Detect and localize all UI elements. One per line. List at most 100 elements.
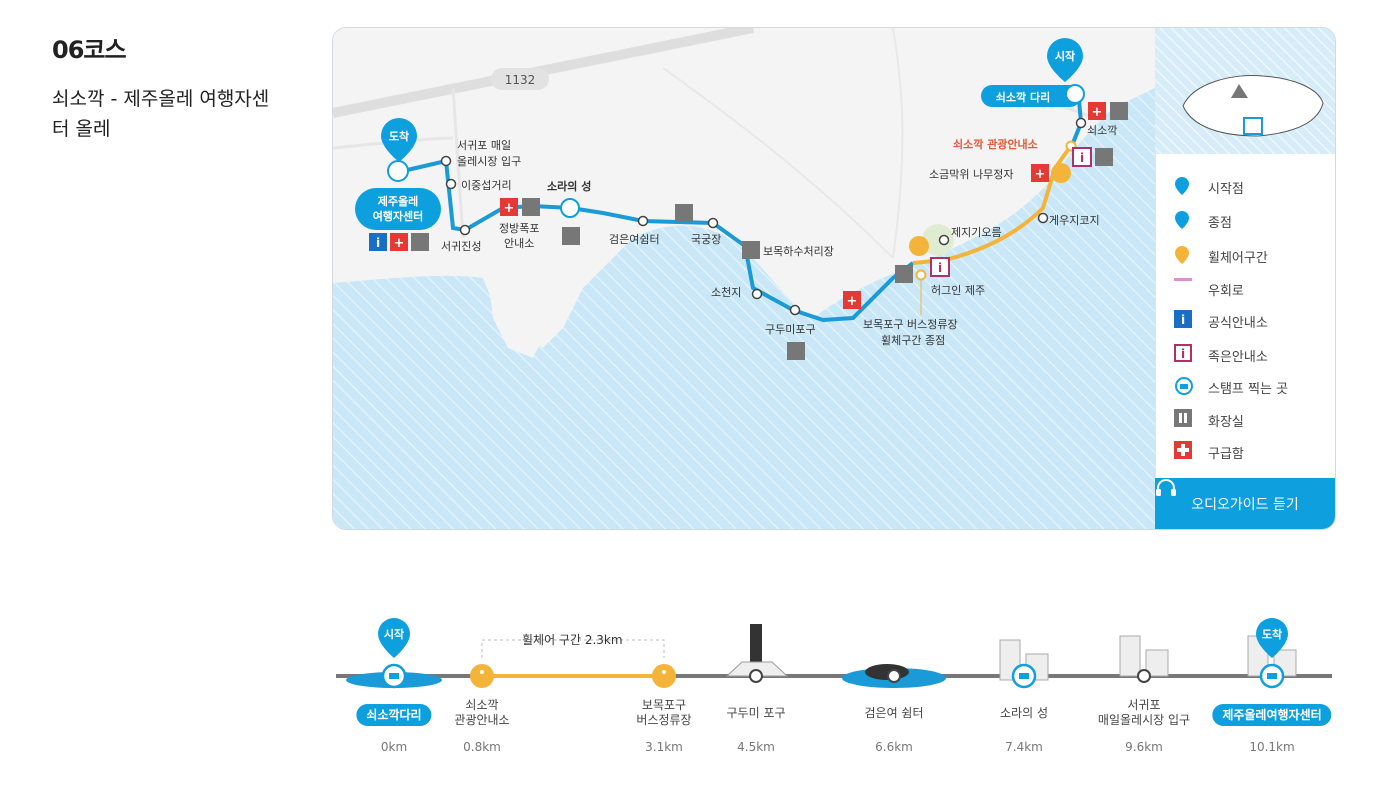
- map-legend: 시작점 종점 휠체어구간 우회로 i 공식안내소 i 족은안내소 스탬프 찍는 …: [1155, 154, 1335, 478]
- label-bomok-sewage: 보목하수처리장: [763, 245, 834, 258]
- svg-text:+: +: [1092, 105, 1103, 120]
- end-pin-icon: [1174, 210, 1196, 232]
- timeline-stop-km: 7.4km: [1005, 740, 1043, 754]
- sea-area: [333, 88, 1155, 529]
- stop-wheelchair-marker: [652, 664, 676, 688]
- label-hug: 허그인 제주: [931, 284, 986, 297]
- wheelchair-route: [912, 141, 1075, 265]
- legend-toilet: 화장실: [1174, 409, 1244, 431]
- label-gewoji: 게우지코지: [1049, 214, 1100, 227]
- label-market-1: 서귀포 매일: [457, 139, 512, 152]
- inset-course-box: [1243, 117, 1263, 135]
- label-info-center: 쇠소깍 관광안내소: [953, 138, 1038, 151]
- start-pin: 시작: [1047, 38, 1083, 82]
- legend-detour: 우회로: [1174, 278, 1244, 300]
- svg-text:i: i: [1181, 347, 1185, 361]
- label-soraui-seong: 소라의 성: [547, 180, 592, 193]
- stop-point-marker: [887, 669, 901, 683]
- road-number-badge: [491, 68, 549, 90]
- building-shape: [1145, 649, 1169, 677]
- label-bomok-bus-1: 보목포구 버스정류장: [863, 318, 958, 331]
- end-label-bg: [355, 188, 441, 230]
- legend-stamp: 스탬프 찍는 곳: [1174, 376, 1288, 398]
- timeline-stop-highlight: 제주올레여행자센터: [1212, 704, 1332, 726]
- course-map[interactable]: 1132 시작 쇠소깍 다리 도착: [332, 27, 1336, 530]
- firstaid-icon: [1174, 441, 1196, 463]
- end-pin: 도착: [381, 118, 417, 162]
- page-title: 06코스: [52, 36, 127, 64]
- stop-wheelchair-marker: [470, 664, 494, 688]
- lighthouse-shape: [750, 624, 762, 668]
- svg-text:i: i: [938, 261, 942, 275]
- svg-text:i: i: [376, 236, 380, 250]
- building-shape: [1119, 635, 1141, 677]
- label-ijung: 이중섭거리: [461, 179, 512, 192]
- facility-icons: i + + + i + i +: [369, 102, 1128, 360]
- legend-wheelchair: 휠체어구간: [1174, 245, 1268, 267]
- timeline-canvas: 시작 도착: [336, 618, 1332, 689]
- audio-guide-button[interactable]: 오디오가이드 듣기: [1155, 478, 1335, 529]
- headphones-icon: [1156, 479, 1176, 496]
- timeline-stop-km: 6.6km: [875, 740, 913, 754]
- legend-small-info: i 족은안내소: [1174, 344, 1268, 366]
- timeline-stop-km: 0.8km: [463, 740, 501, 754]
- svg-text:도착: 도착: [389, 129, 409, 143]
- wheelchair-pin-icon: [1174, 245, 1196, 267]
- timeline-stop-highlight: 쇠소깍다리: [356, 704, 432, 726]
- label-soesokkak: 쇠소깍: [1087, 124, 1118, 137]
- label-jeongbang-1: 정방폭포: [499, 222, 540, 235]
- legend-start: 시작점: [1174, 176, 1244, 198]
- label-market-2: 올레시장 입구: [457, 155, 522, 168]
- timeline-stop-name: 소라의 성: [1000, 706, 1048, 720]
- start-label-bg: [981, 85, 1081, 107]
- timeline-pin: [1256, 618, 1288, 658]
- legend-firstaid: 구급함: [1174, 441, 1244, 463]
- toilet-icon: [1174, 409, 1196, 431]
- timeline-stop-km: 0km: [380, 740, 408, 754]
- label-gukgung: 국궁장: [691, 233, 722, 246]
- svg-text:+: +: [847, 294, 858, 309]
- inset-island: [1182, 74, 1324, 137]
- timeline-stop-name: 검은여 쉼터: [864, 706, 924, 720]
- course-subtitle: 쇠소깍 - 제주올레 여행자센터 올레: [52, 88, 270, 140]
- svg-text:+: +: [394, 236, 405, 251]
- label-sogeummagwi: 소금막위 나무정자: [929, 168, 1014, 181]
- start-label: 쇠소깍 다리: [996, 90, 1050, 104]
- start-pin-icon: [1174, 176, 1196, 198]
- label-jeji: 제지기오름: [951, 226, 1002, 239]
- timeline-stop-km: 3.1km: [645, 740, 683, 754]
- stamp-icon: [1174, 376, 1196, 398]
- label-geomeunyeo: 검은여쉼터: [609, 233, 660, 246]
- svg-text:시작: 시작: [1055, 49, 1075, 63]
- map-canvas: 1132 시작 쇠소깍 다리 도착: [333, 28, 1335, 529]
- inset-map: [1155, 28, 1335, 154]
- harbor: [488, 278, 548, 358]
- wheelchair-bracket: [481, 639, 665, 658]
- svg-text:제주올레: 제주올레: [378, 194, 418, 208]
- svg-text:+: +: [504, 201, 515, 216]
- timeline-stop-name: 구두미 포구: [726, 706, 786, 720]
- svg-text:i: i: [1181, 313, 1185, 327]
- svg-text:i: i: [1080, 151, 1084, 165]
- timeline-pin-text: 도착: [1262, 627, 1282, 641]
- timeline-stop-km: 4.5km: [737, 740, 775, 754]
- info-icon: i: [1174, 310, 1196, 332]
- timeline-pin-text: 시작: [384, 627, 404, 641]
- jeji-oreum: [922, 224, 954, 256]
- legend-official-info: i 공식안내소: [1174, 310, 1268, 332]
- label-bomok-bus-2: 휠체구간 종점: [881, 334, 946, 347]
- wheelchair-section-label: 휠체어 구간 2.3km: [522, 633, 623, 647]
- label-socheonji: 소천지: [711, 286, 742, 299]
- label-seogwijinseong: 서귀진성: [441, 240, 482, 253]
- road-number: 1132: [505, 73, 536, 87]
- stop-point-marker: [1137, 669, 1151, 683]
- svg-text:여행자센터: 여행자센터: [373, 209, 424, 223]
- label-jeongbang-2: 안내소: [504, 237, 535, 250]
- legend-end: 종점: [1174, 210, 1232, 232]
- timeline-stop-km: 9.6km: [1125, 740, 1163, 754]
- timeline-stop-km: 10.1km: [1249, 740, 1295, 754]
